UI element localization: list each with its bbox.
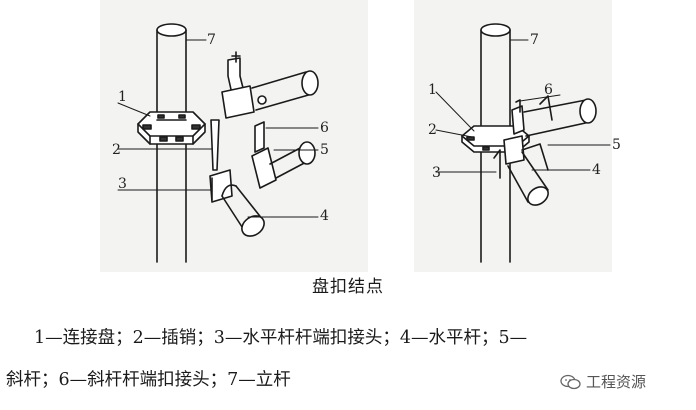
left-horizontal-bar <box>221 184 265 237</box>
left-rosette-disc <box>137 111 206 145</box>
callout-1: 1 <box>118 89 127 105</box>
callout-6: 6 <box>544 82 553 98</box>
source-watermark: 工程资源 <box>560 371 646 392</box>
callout-6: 6 <box>320 120 329 136</box>
left-callout-leaders <box>117 39 319 218</box>
left-vertical-pole <box>156 23 187 263</box>
scaffold-joint-drawing: 1 2 3 4 5 6 7 1 2 3 4 5 6 7 <box>112 23 621 263</box>
callout-5: 5 <box>320 142 329 158</box>
callout-4: 4 <box>320 208 329 224</box>
left-horizontal-coupler <box>209 169 233 203</box>
legend-line-1: 1—连接盘；2—插销；3—水平杆杆端扣接头；4—水平杆；5— <box>34 328 528 348</box>
left-diagonal-coupler <box>251 121 316 189</box>
right-horizontal-bar <box>507 143 549 206</box>
left-wedge-pin <box>210 119 220 171</box>
wechat-icon <box>560 374 581 389</box>
callout-7: 7 <box>207 32 216 48</box>
callout-3: 3 <box>118 176 127 192</box>
callout-2: 2 <box>428 122 437 138</box>
right-diagonal-bar <box>523 95 597 137</box>
callout-1: 1 <box>428 82 437 98</box>
callout-5: 5 <box>612 137 621 153</box>
right-couplers <box>493 99 525 179</box>
left-callout-numbers: 1 2 3 4 5 6 7 <box>112 32 329 224</box>
figure-caption-title: 盘扣结点 <box>312 277 384 297</box>
watermark-text: 工程资源 <box>586 373 647 391</box>
right-callout-leaders <box>435 39 611 173</box>
right-callout-numbers: 1 2 3 4 5 6 7 <box>428 32 621 181</box>
callout-2: 2 <box>112 142 121 158</box>
callout-7: 7 <box>530 32 539 48</box>
callout-3: 3 <box>432 165 441 181</box>
left-upper-diagonal <box>221 51 319 119</box>
callout-4: 4 <box>592 162 601 178</box>
legend-line-2: 斜杆；6—斜杆杆端扣接头；7—立杆 <box>6 370 291 390</box>
